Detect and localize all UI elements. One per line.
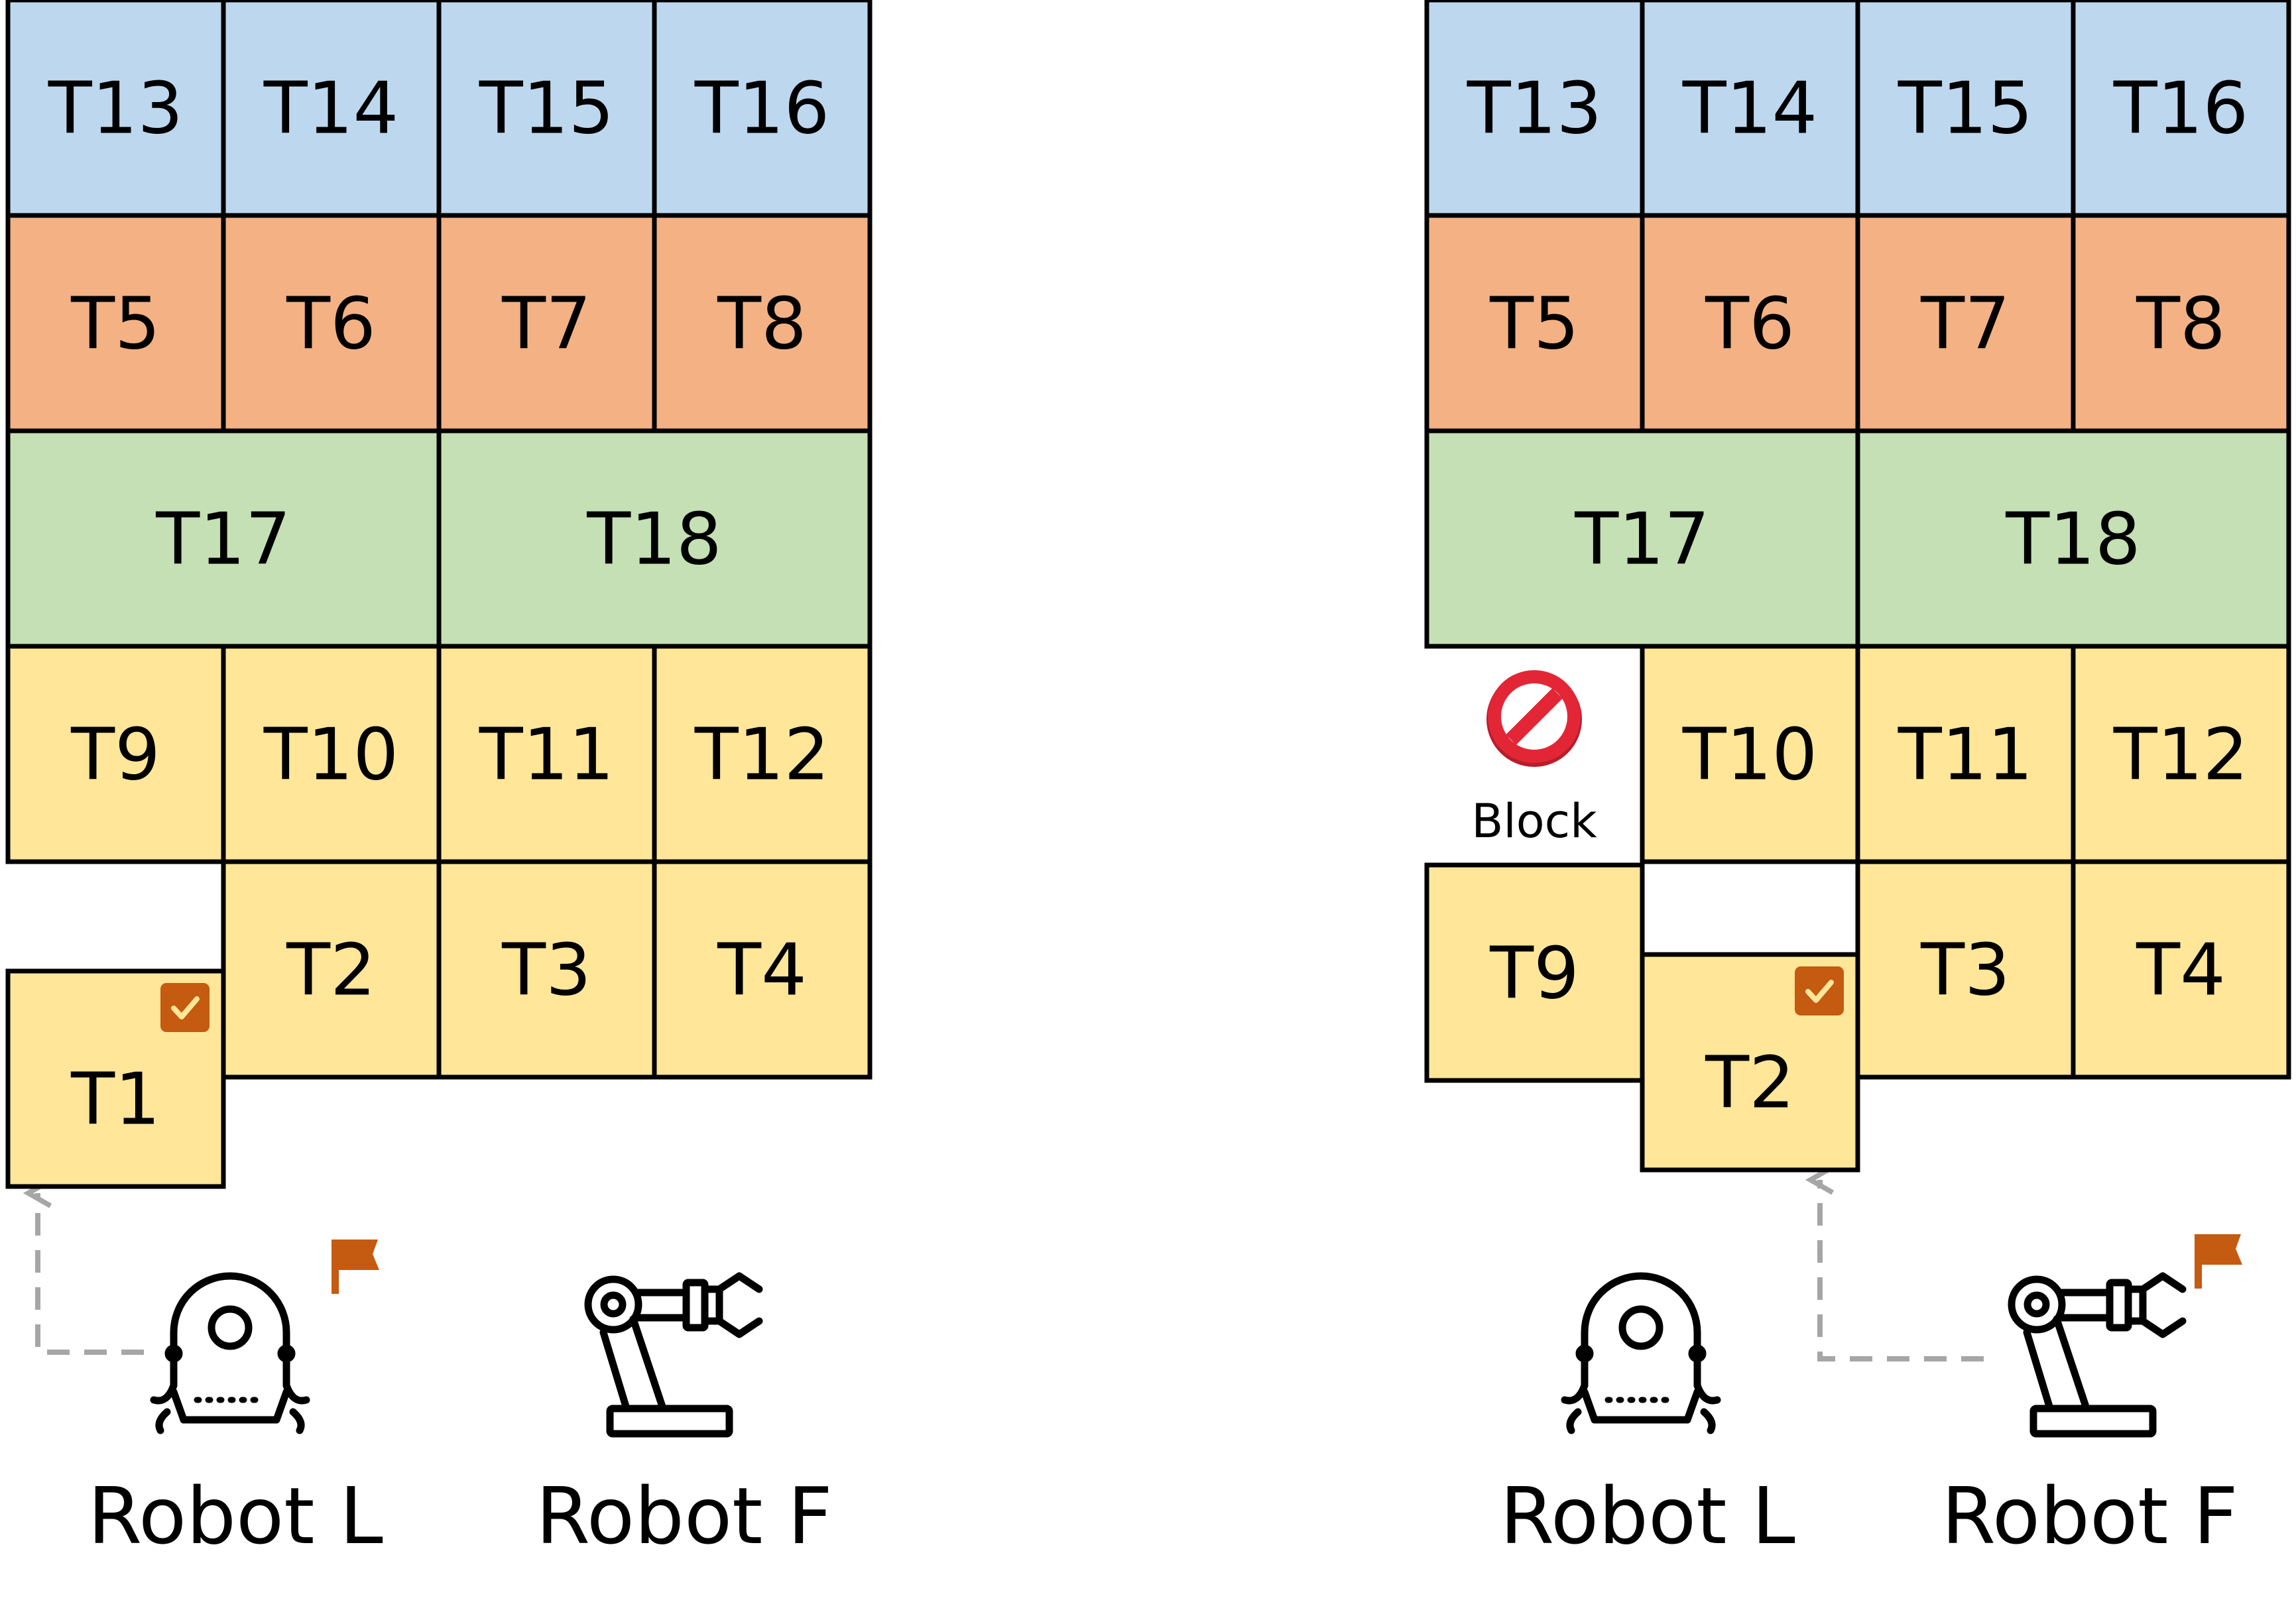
robot-f: Robot F <box>1941 1234 2242 1562</box>
path-arrow <box>1805 1165 1984 1361</box>
tile-t9: T9 <box>5 644 226 864</box>
tile-label: T14 <box>263 68 398 150</box>
tile-label: T7 <box>501 283 591 366</box>
tile-t10: T10 <box>1640 644 1860 864</box>
tile-t15: T15 <box>1855 0 2076 218</box>
robot-l: Robot L <box>1500 1272 1795 1562</box>
check-badge-icon <box>160 983 210 1032</box>
tile-t5: T5 <box>5 213 226 433</box>
tile-t17: T17 <box>5 428 442 649</box>
tile-label: T10 <box>263 714 398 797</box>
tile-label: T7 <box>1920 283 2010 366</box>
tile-t17: T17 <box>1424 428 1860 649</box>
tile-t4: T4 <box>652 859 873 1080</box>
tile-label: T5 <box>1489 283 1579 366</box>
tile-t3: T3 <box>1855 859 2076 1080</box>
tile-t9: T9 <box>1424 862 1645 1083</box>
tile-t7: T7 <box>1855 213 2076 433</box>
robot-label: Robot L <box>1500 1470 1795 1562</box>
block-marker: Block <box>1471 670 1597 848</box>
tile-label: T8 <box>717 283 807 366</box>
tile-t18: T18 <box>1855 428 2291 649</box>
tile-label: T2 <box>286 929 376 1012</box>
tile-label: T6 <box>1705 283 1795 366</box>
tile-t2: T2 <box>221 859 442 1080</box>
tile-t8: T8 <box>2071 213 2291 433</box>
tile-label: T3 <box>1920 929 2010 1012</box>
tile-label: T12 <box>694 714 829 797</box>
tile-label: T18 <box>2005 498 2140 581</box>
tile-label: T11 <box>1898 714 2033 797</box>
tile-t10: T10 <box>221 644 442 864</box>
tile-label: T9 <box>1489 933 1579 1015</box>
tile-t1: T1 <box>5 968 226 1189</box>
tile-label: T16 <box>694 68 829 150</box>
tile-label: T4 <box>717 929 807 1012</box>
robot-label: Robot L <box>88 1470 383 1562</box>
tile-t7: T7 <box>436 213 657 433</box>
path-arrow <box>23 1178 144 1355</box>
tile-label: T11 <box>479 714 614 797</box>
tile-label: T5 <box>70 283 160 366</box>
tile-label: T12 <box>2113 714 2248 797</box>
tile-label: T2 <box>1705 1042 1795 1125</box>
robot-label: Robot F <box>1941 1470 2238 1562</box>
tile-t12: T12 <box>2071 644 2291 864</box>
tile-label: T1 <box>70 1059 160 1141</box>
robot-label: Robot F <box>536 1470 833 1562</box>
tile-label: T3 <box>501 929 591 1012</box>
flag-icon <box>332 1240 379 1294</box>
robot-f: Robot F <box>536 1272 833 1562</box>
tile-label: T17 <box>155 498 290 581</box>
block-label: Block <box>1471 794 1597 848</box>
tile-label: T16 <box>2113 68 2248 150</box>
tile-t15: T15 <box>436 0 657 218</box>
tile-label: T15 <box>479 68 614 150</box>
tile-label: T6 <box>286 283 376 366</box>
tile-t6: T6 <box>221 213 442 433</box>
tile-t12: T12 <box>652 644 873 864</box>
tile-t11: T11 <box>436 644 657 864</box>
tile-label: T15 <box>1898 68 2033 150</box>
flag-icon <box>2195 1234 2242 1289</box>
tile-t13: T13 <box>1424 0 1645 218</box>
tile-label: T8 <box>2136 283 2226 366</box>
tile-label: T13 <box>48 68 183 150</box>
tile-t16: T16 <box>652 0 873 218</box>
no-entry-icon <box>1486 670 1582 767</box>
mobile-robot-icon <box>1561 1272 1721 1434</box>
tile-t6: T6 <box>1640 213 1860 433</box>
tile-t3: T3 <box>436 859 657 1080</box>
tile-t16: T16 <box>2071 0 2291 218</box>
tile-label: T17 <box>1574 498 1709 581</box>
robot-arm-icon <box>584 1272 763 1438</box>
tile-t2: T2 <box>1640 952 1860 1173</box>
tile-t5: T5 <box>1424 213 1645 433</box>
mobile-robot-icon <box>150 1272 310 1434</box>
tile-t14: T14 <box>1640 0 1860 218</box>
robot-arm-icon <box>2008 1272 2187 1438</box>
tile-t14: T14 <box>221 0 442 218</box>
robot-l: Robot L <box>88 1240 383 1562</box>
tile-label: T18 <box>586 498 721 581</box>
tile-t8: T8 <box>652 213 873 433</box>
tile-t4: T4 <box>2071 859 2291 1080</box>
check-badge-icon <box>1795 966 1844 1015</box>
tile-label: T4 <box>2136 929 2226 1012</box>
tile-t13: T13 <box>5 0 226 218</box>
tile-label: T13 <box>1467 68 1602 150</box>
tile-t18: T18 <box>436 428 873 649</box>
tile-label: T10 <box>1682 714 1817 797</box>
tile-t11: T11 <box>1855 644 2076 864</box>
tile-label: T14 <box>1682 68 1817 150</box>
tile-label: T9 <box>70 714 160 797</box>
